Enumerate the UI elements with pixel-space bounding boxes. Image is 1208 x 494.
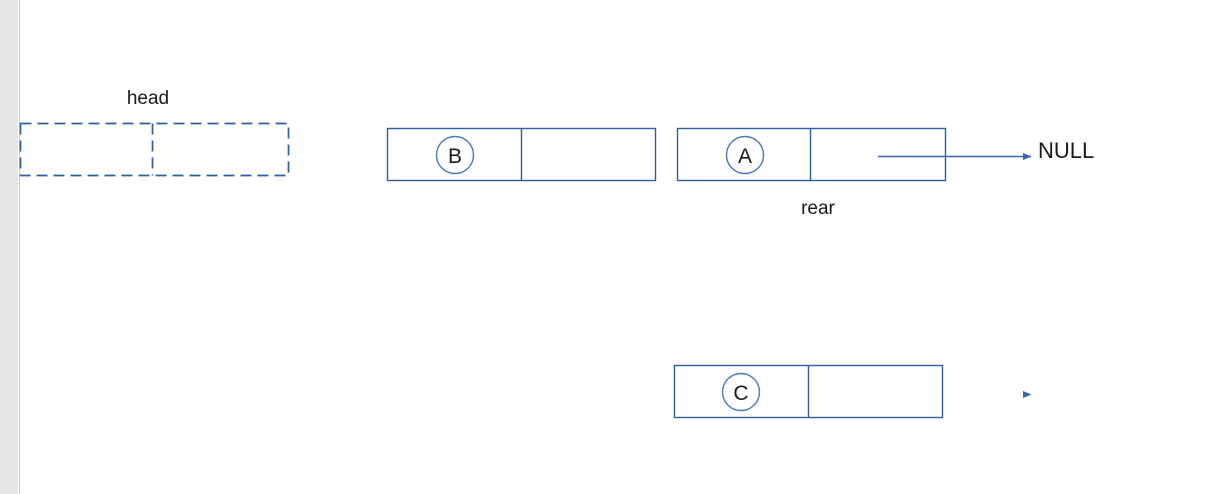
- node-a-value-label: A: [738, 145, 752, 168]
- rear-caption: rear: [801, 198, 835, 219]
- node-a-value-circle: [725, 135, 765, 175]
- page-margin-strip: [0, 0, 18, 494]
- node-a[interactable]: A: [676, 127, 947, 182]
- node-c-value-circle: [721, 372, 761, 412]
- node-head[interactable]: [19, 122, 290, 177]
- node-c-value-label: C: [733, 382, 748, 405]
- null-terminator-label: NULL: [1038, 138, 1094, 163]
- node-b-value-circle: [435, 135, 475, 175]
- node-c[interactable]: C: [673, 364, 944, 419]
- page-margin-rule: [19, 0, 20, 494]
- head-node-outer-box: [19, 122, 290, 177]
- node-a-box: [676, 127, 947, 182]
- head-caption: head: [127, 88, 169, 109]
- node-b[interactable]: B: [386, 127, 657, 182]
- node-b-value-label: B: [448, 145, 462, 168]
